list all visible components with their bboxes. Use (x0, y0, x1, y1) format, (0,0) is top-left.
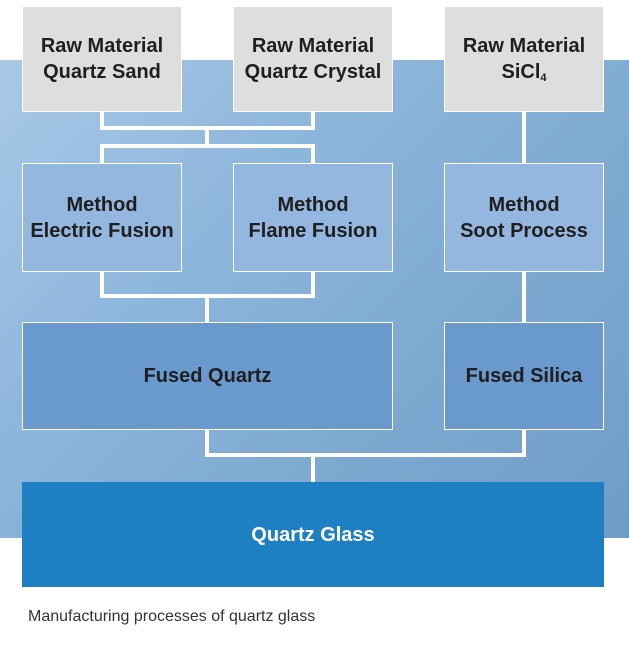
method-soot-process: Method Soot Process (444, 163, 604, 272)
connector-methods-merge (100, 268, 315, 298)
raw-material-quartz-sand: Raw Material Quartz Sand (22, 6, 182, 112)
quartz-glass-box: Quartz Glass (22, 482, 604, 587)
method-label: Method (277, 193, 349, 216)
raw-material-name: Quartz Sand (43, 61, 161, 83)
fused-quartz-label: Fused Quartz (143, 365, 272, 387)
method-name: Electric Fusion (30, 219, 174, 242)
method-flame-fusion: Method Flame Fusion (233, 163, 393, 272)
raw-material-label: Raw Material (462, 35, 586, 57)
raw-material-name: Quartz Crystal (244, 61, 382, 83)
connector-raw-merge (100, 108, 315, 130)
method-name: Flame Fusion (248, 219, 378, 242)
connector-fused-merge (205, 426, 526, 457)
method-label: Method (488, 193, 560, 216)
method-electric-fusion: Method Electric Fusion (22, 163, 182, 272)
raw-material-quartz-crystal: Raw Material Quartz Crystal (233, 6, 393, 112)
fused-silica-box: Fused Silica (444, 322, 604, 430)
raw-material-name: SiCl4 (501, 61, 547, 84)
method-label: Method (66, 193, 138, 216)
method-name: Soot Process (460, 219, 588, 242)
connector-split-to-methods (100, 144, 315, 167)
quartz-glass-label: Quartz Glass (251, 523, 375, 546)
raw-material-label: Raw Material (40, 35, 164, 57)
fused-quartz-box: Fused Quartz (22, 322, 393, 430)
raw-material-sicl4: Raw Material SiCl4 (444, 6, 604, 112)
subscript-4: 4 (540, 72, 547, 84)
raw-material-label: Raw Material (251, 35, 375, 57)
figure-caption: Manufacturing processes of quartz glass (28, 608, 316, 625)
fused-silica-label: Fused Silica (465, 365, 583, 387)
